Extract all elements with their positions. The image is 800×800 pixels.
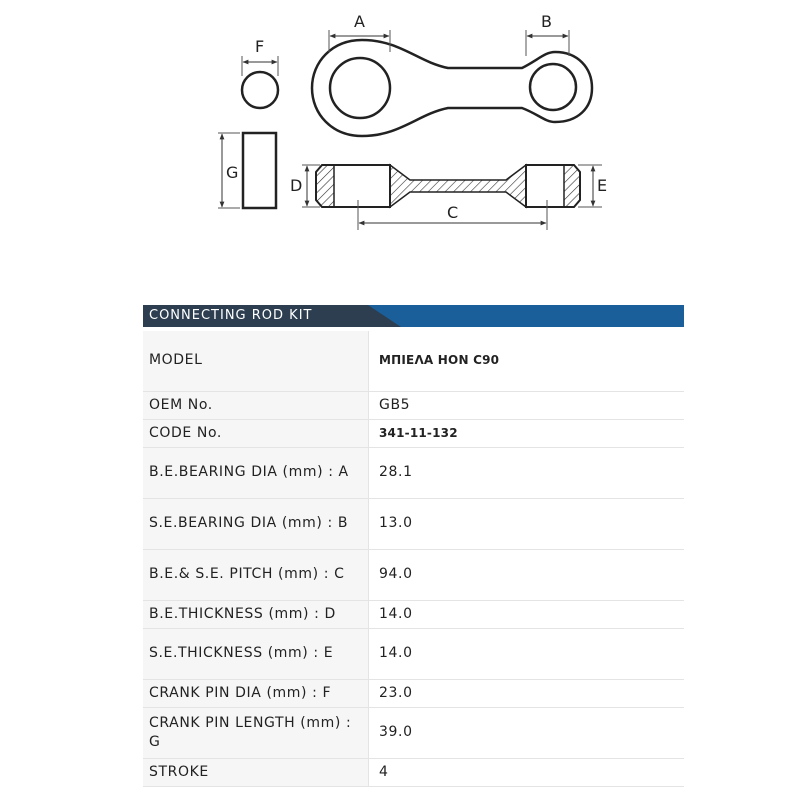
spec-panel: CONNECTING ROD KIT MODEL ΜΠΙΕΛΑ HON C90 … [143,305,684,787]
dimension-label-f: F [255,37,264,56]
dimension-label-e: E [597,176,607,195]
row-value: 13.0 [368,498,684,550]
row-value: GB5 [368,391,684,420]
table-row-pitch: B.E.& S.E. PITCH (mm) : C 94.0 [143,549,684,601]
row-label: OEM No. [143,391,369,420]
row-value: 4 [368,758,684,787]
row-label: B.E.BEARING DIA (mm) : A [143,447,369,499]
table-row-crank-pin-dia: CRANK PIN DIA (mm) : F 23.0 [143,679,684,708]
table-row-se-bearing-dia: S.E.BEARING DIA (mm) : B 13.0 [143,498,684,550]
row-value: 341-11-132 [368,419,684,448]
row-value: ΜΠΙΕΛΑ HON C90 [368,331,684,392]
crank-pin-side-view: G [218,131,278,210]
row-label: B.E.& S.E. PITCH (mm) : C [143,549,369,601]
row-label: CODE No. [143,419,369,448]
row-label: B.E.THICKNESS (mm) : D [143,600,369,629]
table-row-be-bearing-dia: B.E.BEARING DIA (mm) : A 28.1 [143,447,684,499]
row-value: 14.0 [368,600,684,629]
spec-table: MODEL ΜΠΙΕΛΑ HON C90 OEM No. GB5 CODE No… [143,331,684,787]
crank-pin-top-view: F [240,37,280,110]
section-header-tab [143,305,401,327]
dimension-label-g: G [226,163,238,182]
table-row-se-thickness: S.E.THICKNESS (mm) : E 14.0 [143,628,684,680]
dimension-label-b: B [541,12,552,31]
row-value: 14.0 [368,628,684,680]
dimension-label-a: A [354,12,365,31]
row-label: S.E.BEARING DIA (mm) : B [143,498,369,550]
dimension-label-d: D [290,176,302,195]
row-value: 94.0 [368,549,684,601]
table-row-code: CODE No. 341-11-132 [143,419,684,448]
rod-top-view: A B [310,12,594,138]
row-label: MODEL [143,331,369,392]
section-header-bar: CONNECTING ROD KIT [143,305,684,327]
row-label: STROKE [143,758,369,787]
dimension-label-c: C [447,203,458,222]
table-row-model: MODEL ΜΠΙΕΛΑ HON C90 [143,331,684,392]
row-label: S.E.THICKNESS (mm) : E [143,628,369,680]
table-row-crank-pin-length: CRANK PIN LENGTH (mm) : G 39.0 [143,707,684,759]
row-value: 39.0 [368,707,684,759]
row-label: CRANK PIN LENGTH (mm) : G [143,707,369,759]
section-title: CONNECTING ROD KIT [149,308,313,323]
connecting-rod-diagram: F G A B D [218,12,607,230]
rod-section-view: D E C [290,163,607,230]
row-value: 23.0 [368,679,684,708]
table-row-stroke: STROKE 4 [143,758,684,787]
row-label: CRANK PIN DIA (mm) : F [143,679,369,708]
row-value: 28.1 [368,447,684,499]
table-row-oem: OEM No. GB5 [143,391,684,420]
table-row-be-thickness: B.E.THICKNESS (mm) : D 14.0 [143,600,684,629]
